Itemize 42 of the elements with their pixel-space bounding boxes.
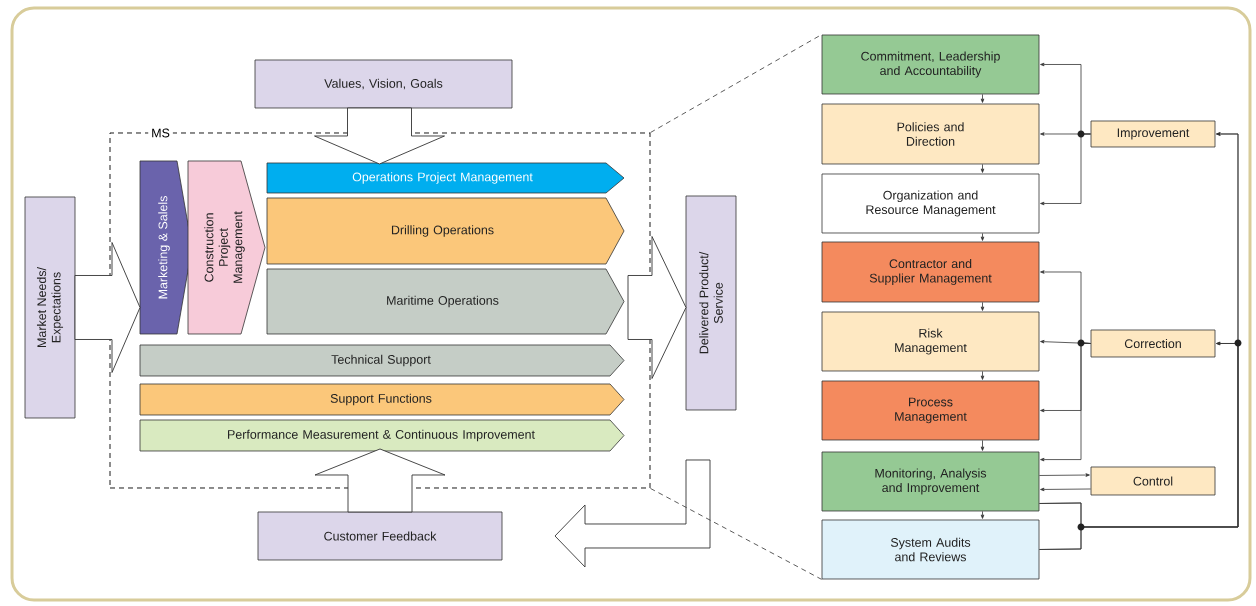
process-box: System Audits and Reviews	[821, 519, 1040, 580]
arrow	[1040, 487, 1091, 492]
arrow	[980, 94, 985, 103]
chevron-band: Support Functions	[139, 383, 625, 416]
chevron-band: Operations Project Management	[266, 162, 625, 194]
process-box: Risk Management	[821, 311, 1040, 372]
block-arrow	[554, 459, 711, 568]
block-arrow	[74, 242, 141, 373]
feedback-box: Improvement	[1090, 120, 1216, 148]
dashed-line	[650, 488, 822, 580]
chevron-band: Performance Measurement & Continuous Improvement	[139, 419, 625, 452]
block-arrow	[314, 448, 446, 513]
chevron-band: Maritime Operations	[266, 268, 625, 335]
arrow	[980, 164, 985, 173]
output-box: Delivered Product/ Service	[685, 195, 737, 411]
chevron-band: Construction Project Management	[187, 160, 266, 335]
arrow	[1040, 133, 1091, 206]
process-box: Monitoring, Analysis and Improvement	[821, 451, 1040, 512]
chevron-band: Technical Support	[139, 344, 625, 377]
arrow	[980, 511, 985, 519]
feedback-box: Control	[1090, 466, 1216, 496]
input-box: Values, Vision, Goals	[254, 59, 513, 109]
dashed-line	[650, 34, 822, 133]
process-box: Policies and Direction	[821, 103, 1040, 165]
frame-title: MS	[148, 125, 173, 141]
input-box: Market Needs/ Expectations	[24, 196, 76, 419]
arrow	[1040, 342, 1091, 462]
arrow	[980, 233, 985, 241]
feedback-box: Correction	[1090, 329, 1216, 358]
process-box: Process Management	[821, 380, 1040, 441]
input-box: Customer Feedback	[257, 511, 503, 561]
block-arrow	[314, 107, 445, 165]
process-box: Contractor and Supplier Management	[821, 241, 1040, 303]
arrow	[980, 371, 985, 380]
chevron-band: Marketing & Salels	[139, 160, 193, 335]
arrow	[980, 440, 985, 451]
process-box: Commitment, Leadership and Accountability	[821, 34, 1040, 95]
arrow	[980, 302, 985, 311]
arrow	[1039, 473, 1090, 477]
process-box: Organization and Resource Management	[821, 173, 1040, 234]
chevron-band: Drilling Operations	[266, 197, 625, 265]
block-arrow	[627, 236, 687, 379]
